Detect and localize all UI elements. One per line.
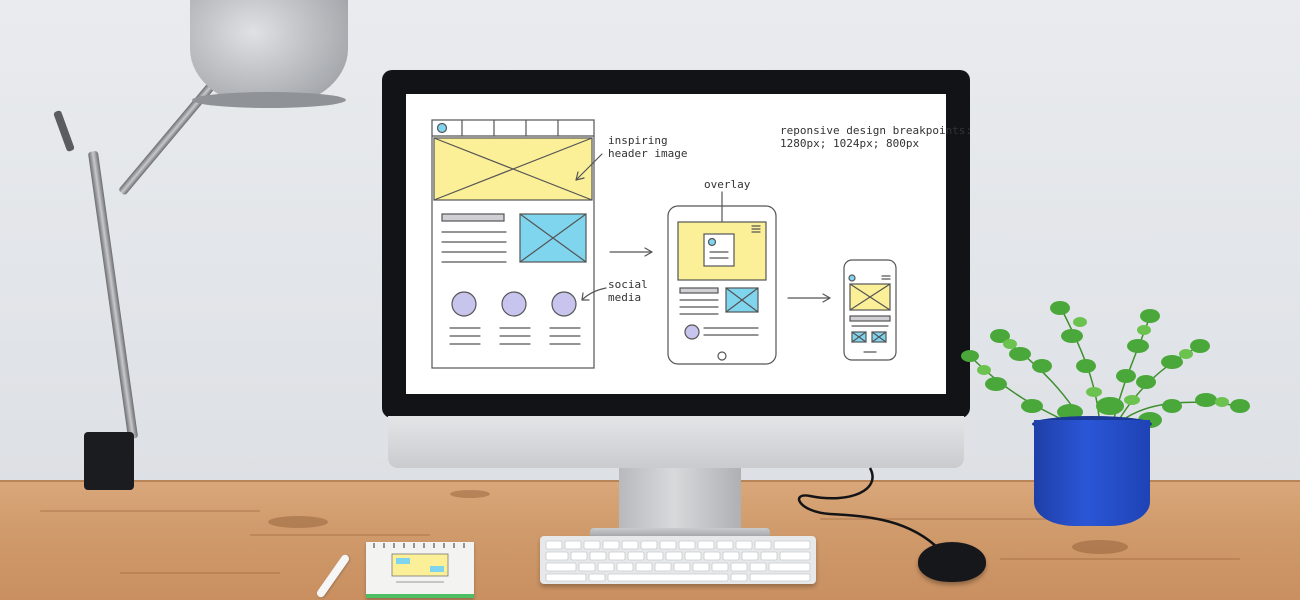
lamp-shade bbox=[190, 0, 348, 108]
monitor-stand bbox=[619, 468, 741, 538]
wood-grain bbox=[40, 510, 260, 512]
notebook-icon bbox=[366, 542, 474, 598]
lamp-clamp bbox=[84, 432, 134, 490]
wood-knot bbox=[450, 490, 490, 498]
monitor-screen: inspiring header image social media over… bbox=[406, 94, 972, 394]
social-media-annotation: social media bbox=[608, 278, 758, 304]
wood-grain bbox=[120, 572, 280, 574]
header-image-annotation: inspiring header image bbox=[608, 134, 758, 160]
wood-knot bbox=[268, 516, 328, 528]
wood-grain bbox=[250, 534, 430, 536]
notebook-sketch bbox=[373, 543, 465, 583]
monitor-stand-base bbox=[590, 528, 770, 538]
lamp-shade-rim bbox=[192, 92, 346, 108]
social-media-label: social media bbox=[608, 278, 648, 304]
mouse-cable bbox=[797, 467, 941, 551]
monitor-chin bbox=[388, 416, 964, 468]
phone-wireframe bbox=[843, 259, 897, 361]
breakpoints-label: reponsive design breakpoints: 1280px; 10… bbox=[780, 124, 973, 150]
monitor-icon: inspiring header image social media over… bbox=[382, 70, 972, 470]
wood-grain bbox=[1000, 558, 1240, 560]
tablet-wireframe bbox=[667, 205, 777, 365]
breakpoints-annotation: reponsive design breakpoints: 1280px; 10… bbox=[780, 124, 972, 150]
desktop-wireframe bbox=[431, 119, 595, 369]
wireframe-sketch bbox=[431, 119, 897, 369]
keyboard-keys bbox=[545, 540, 811, 582]
wood-grain bbox=[820, 518, 1080, 520]
header-image-label: inspiring header image bbox=[608, 134, 688, 160]
overlay-label: overlay bbox=[704, 178, 751, 191]
plant-pot bbox=[1034, 420, 1150, 526]
mouse-icon bbox=[918, 542, 986, 582]
wood-knot bbox=[1072, 540, 1128, 554]
keyboard-icon bbox=[540, 536, 816, 584]
overlay-annotation: overlay bbox=[704, 178, 750, 191]
